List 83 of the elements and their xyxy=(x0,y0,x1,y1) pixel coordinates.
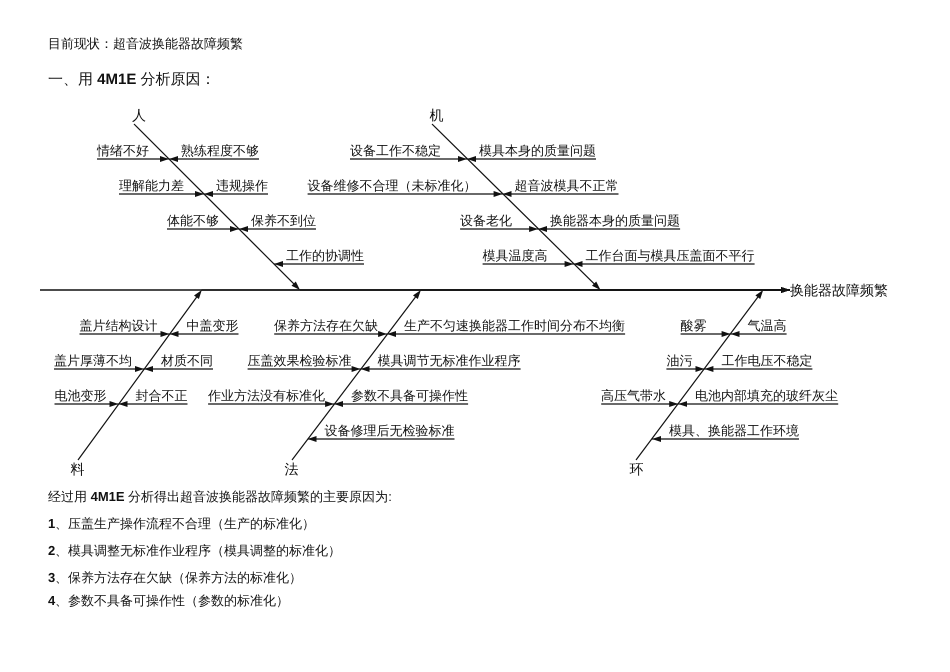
cause-label: 工作台面与模具压盖面不平行 xyxy=(586,247,755,264)
category-label: 机 xyxy=(430,106,444,124)
cause-label: 模具调节无标准作业程序 xyxy=(378,352,521,369)
arrow xyxy=(387,331,626,337)
category-label: 环 xyxy=(629,460,644,478)
cause-label: 工作的协调性 xyxy=(286,247,364,264)
list-item: 1、压盖生产操作流程不合理（生产的标准化） xyxy=(48,515,316,533)
arrow xyxy=(502,191,618,197)
arrow xyxy=(482,261,574,267)
arrow xyxy=(119,191,204,197)
cause-label: 模具、换能器工作环境 xyxy=(669,422,800,439)
arrow xyxy=(118,401,188,407)
arrow xyxy=(574,261,755,267)
cause-label: 酸雾 xyxy=(680,317,707,334)
cause-label: 电池变形 xyxy=(54,387,107,404)
cause-label: 情绪不好 xyxy=(97,142,149,159)
arrow xyxy=(652,436,799,442)
arrow xyxy=(204,191,268,197)
cause-label: 生产不匀速换能器工作时间分布不均衡 xyxy=(404,317,626,334)
cause-label: 设备工作不稳定 xyxy=(350,142,442,159)
arrow xyxy=(169,156,259,162)
arrow xyxy=(144,366,213,372)
cause-label: 熟练程度不够 xyxy=(181,142,259,159)
list-item: 4、参数不具备可操作性（参数的标准化） xyxy=(48,592,290,610)
arrow xyxy=(460,226,538,232)
arrow xyxy=(730,331,787,337)
arrow xyxy=(274,261,364,267)
cause-label: 超音波模具不正常 xyxy=(514,177,619,194)
category-label: 人 xyxy=(132,106,146,124)
cause-label: 电池内部填充的玻纤灰尘 xyxy=(695,387,838,404)
arrow xyxy=(538,226,680,232)
arrow xyxy=(308,191,503,197)
category-label: 料 xyxy=(70,460,85,478)
cause-label: 压盖效果检验标准 xyxy=(248,352,352,369)
cause-label: 设备修理后无检验标准 xyxy=(324,422,455,439)
cause-label: 油污 xyxy=(666,352,692,369)
list-item: 2、模具调整无标准作业程序（模具调整的标准化） xyxy=(48,542,342,560)
arrow xyxy=(601,401,678,407)
arrow xyxy=(360,366,521,372)
cause-label: 材质不同 xyxy=(160,352,213,369)
arrow xyxy=(350,156,467,162)
arrow xyxy=(704,366,812,372)
cause-label: 参数不具备可操作性 xyxy=(351,387,468,404)
arrow xyxy=(680,331,731,337)
cause-label: 盖片结构设计 xyxy=(79,317,158,334)
cause-label: 盖片厚薄不均 xyxy=(54,352,132,369)
arrow xyxy=(308,436,454,442)
cause-label: 模具温度高 xyxy=(482,247,548,264)
arrow xyxy=(170,331,238,337)
arrow xyxy=(274,331,388,337)
cause-label: 气温高 xyxy=(748,317,787,334)
cause-label: 中盖变形 xyxy=(186,317,238,334)
effect-label: 换能器故障频繁 xyxy=(790,281,888,299)
section-heading: 一、用 4M1E 分析原因： xyxy=(48,71,216,89)
arrow xyxy=(80,331,170,337)
cause-label: 设备老化 xyxy=(460,212,512,229)
cause-label: 设备维修不合理（未标准化） xyxy=(308,177,477,194)
arrow xyxy=(97,156,169,162)
arrow xyxy=(54,366,144,372)
cause-label: 模具本身的质量问题 xyxy=(479,142,596,159)
cause-label: 作业方法没有标准化 xyxy=(208,387,326,404)
arrow xyxy=(334,401,468,407)
list-item: 3、保养方法存在欠缺（保养方法的标准化） xyxy=(48,569,302,587)
status-line: 目前现状：超音波换能器故障频繁 xyxy=(48,35,243,53)
arrow xyxy=(208,401,334,407)
cause-label: 违规操作 xyxy=(216,177,268,194)
cause-label: 理解能力差 xyxy=(119,177,184,194)
arrow xyxy=(467,156,596,162)
arrow xyxy=(678,401,838,407)
cause-label: 体能不够 xyxy=(167,212,219,229)
cause-label: 保养不到位 xyxy=(251,212,316,229)
cause-label: 工作电压不稳定 xyxy=(721,352,812,369)
cause-label: 封合不正 xyxy=(136,387,188,404)
arrow xyxy=(248,366,361,372)
summary-text: 经过用 4M1E 分析得出超音波换能器故障频繁的主要原因为: xyxy=(48,488,392,506)
arrow xyxy=(666,366,704,372)
cause-label: 保养方法存在欠缺 xyxy=(274,317,378,334)
arrow xyxy=(167,226,239,232)
arrow xyxy=(54,401,118,407)
cause-label: 高压气带水 xyxy=(601,387,666,404)
arrow xyxy=(239,226,316,232)
cause-label: 换能器本身的质量问题 xyxy=(550,212,680,229)
category-label: 法 xyxy=(284,460,299,478)
